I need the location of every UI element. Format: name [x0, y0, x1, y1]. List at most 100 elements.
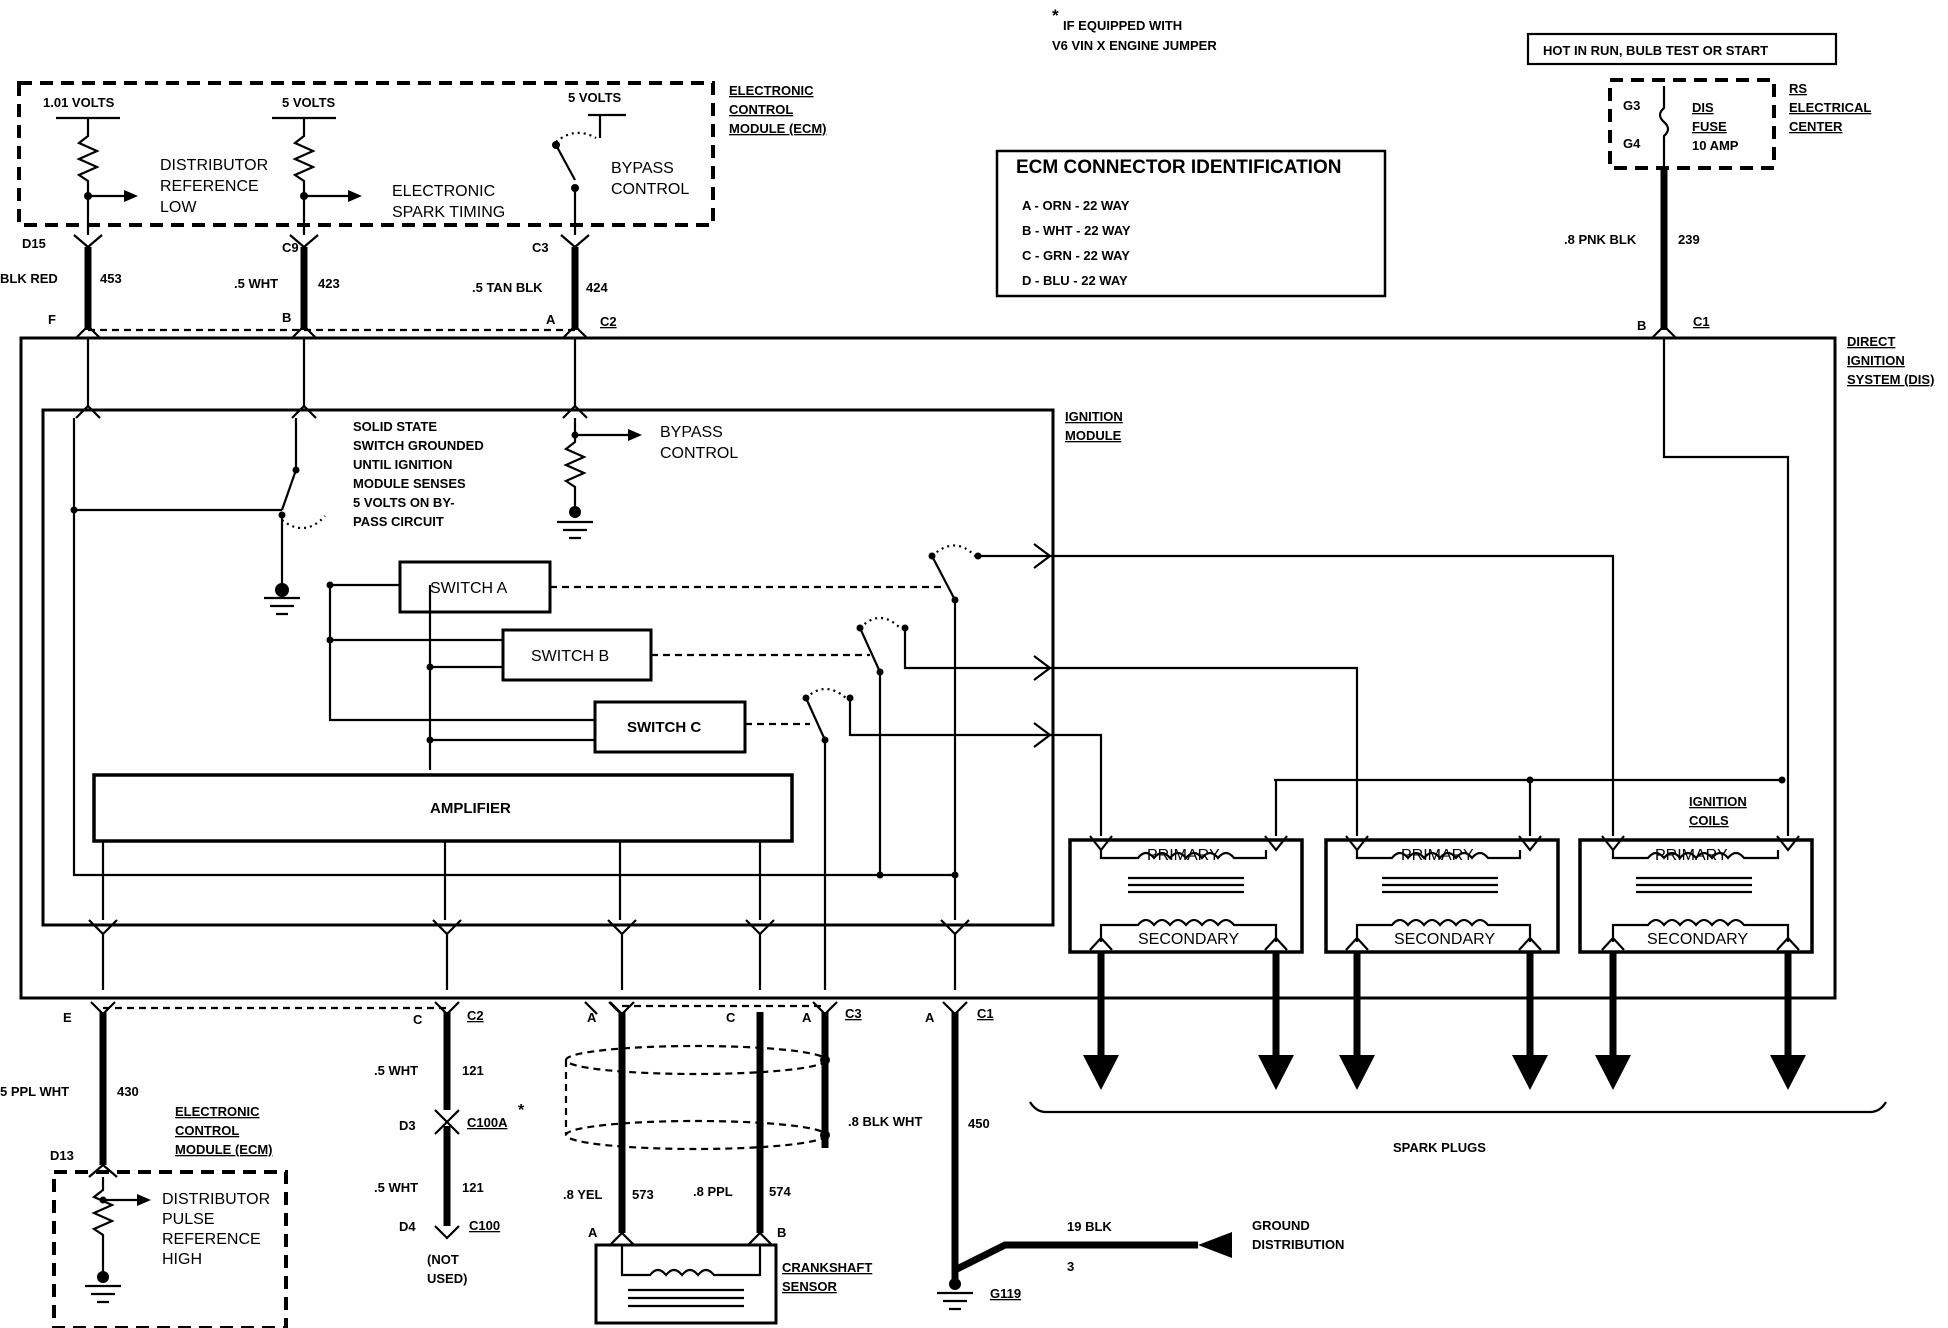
- svg-text:BYPASS: BYPASS: [611, 160, 674, 177]
- svg-text:RS: RS: [1789, 81, 1807, 96]
- svg-text:.5 WHT: .5 WHT: [374, 1063, 418, 1078]
- svg-text:HOT IN RUN, BULB TEST OR START: HOT IN RUN, BULB TEST OR START: [1543, 43, 1768, 58]
- svg-text:SECONDARY: SECONDARY: [1394, 931, 1495, 948]
- svg-text:F: F: [48, 312, 56, 327]
- svg-text:430: 430: [117, 1084, 139, 1099]
- svg-text:D4: D4: [399, 1219, 416, 1234]
- svg-text:5 VOLTS: 5 VOLTS: [282, 95, 336, 110]
- svg-text:.8 YEL: .8 YEL: [563, 1187, 603, 1202]
- svg-text:PULSE: PULSE: [162, 1211, 214, 1228]
- top-wires: BLK RED 453 .5 WHT 423 .5 TAN BLK 424 F …: [0, 234, 617, 339]
- svg-text:.8 PPL: .8 PPL: [693, 1184, 733, 1199]
- svg-text:ELECTRONIC: ELECTRONIC: [729, 83, 814, 98]
- svg-text:A: A: [587, 1010, 597, 1025]
- svg-text:450: 450: [968, 1116, 990, 1131]
- svg-text:HIGH: HIGH: [162, 1251, 202, 1268]
- svg-text:SPARK PLUGS: SPARK PLUGS: [1393, 1140, 1486, 1155]
- svg-text:SPARK TIMING: SPARK TIMING: [392, 204, 505, 221]
- svg-text:CENTER: CENTER: [1789, 119, 1843, 134]
- svg-text:BLK RED: BLK RED: [0, 271, 58, 286]
- resistor-est: [292, 118, 316, 235]
- svg-text:239: 239: [1678, 232, 1700, 247]
- svg-text:C100: C100: [469, 1218, 500, 1233]
- svg-text:CONTROL: CONTROL: [660, 445, 738, 462]
- svg-text:IGNITION: IGNITION: [1065, 409, 1123, 424]
- svg-text:DISTRIBUTION: DISTRIBUTION: [1252, 1237, 1344, 1252]
- svg-text:SWITCH C: SWITCH C: [627, 719, 701, 736]
- svg-text:A - ORN - 22 WAY: A - ORN - 22 WAY: [1022, 198, 1130, 213]
- svg-text:*: *: [1052, 6, 1059, 25]
- svg-text:B: B: [777, 1225, 786, 1240]
- ecm-connector-id-box: ECM CONNECTOR IDENTIFICATION A - ORN - 2…: [995, 149, 1387, 298]
- resistor-dist-ref: [76, 118, 100, 235]
- svg-text:3: 3: [1067, 1259, 1074, 1274]
- svg-text:C100A: C100A: [467, 1115, 508, 1130]
- svg-text:ECM CONNECTOR IDENTIFICATION: ECM CONNECTOR IDENTIFICATION: [1016, 157, 1341, 178]
- svg-text:(NOT: (NOT: [427, 1252, 459, 1267]
- hot-in-run-note: HOT IN RUN, BULB TEST OR START: [1526, 32, 1838, 66]
- svg-text:PRIMARY: PRIMARY: [1147, 847, 1220, 864]
- svg-text:SENSOR: SENSOR: [782, 1279, 838, 1294]
- svg-text:DIRECT: DIRECT: [1847, 334, 1895, 349]
- svg-text:C9: C9: [282, 240, 299, 255]
- svg-text:G3: G3: [1623, 98, 1640, 113]
- svg-text:DISTRIBUTOR: DISTRIBUTOR: [160, 157, 268, 174]
- svg-text:IGNITION: IGNITION: [1689, 794, 1747, 809]
- svg-text:.5 TAN BLK: .5 TAN BLK: [472, 280, 543, 295]
- svg-text:573: 573: [632, 1187, 654, 1202]
- ecm-top: 1.01 VOLTS 5 VOLTS 5 VOLTS DISTRIBUTOR R…: [17, 81, 827, 255]
- svg-text:SOLID STATE: SOLID STATE: [353, 419, 437, 434]
- svg-text:19 BLK: 19 BLK: [1067, 1219, 1112, 1234]
- engine-jumper-note: * IF EQUIPPED WITH V6 VIN X ENGINE JUMPE…: [1052, 6, 1217, 53]
- svg-text:USED): USED): [427, 1271, 467, 1286]
- spark-plugs: SPARK PLUGS: [1029, 952, 1887, 1155]
- amplifier: [92, 773, 794, 843]
- svg-text:PASS CIRCUIT: PASS CIRCUIT: [353, 514, 444, 529]
- svg-text:MODULE SENSES: MODULE SENSES: [353, 476, 466, 491]
- svg-text:IGNITION: IGNITION: [1847, 353, 1905, 368]
- svg-text:C: C: [726, 1010, 736, 1025]
- ignition-coils: IGNITION COILS PRIMARY SECONDARY: [1050, 338, 1814, 954]
- svg-text:CONTROL: CONTROL: [729, 102, 793, 117]
- ignition-module: IGNITION MODULE SOLID STATE SWITCH GROUN…: [41, 338, 1123, 990]
- svg-text:.8 BLK WHT: .8 BLK WHT: [848, 1114, 922, 1129]
- svg-text:PRIMARY: PRIMARY: [1655, 847, 1728, 864]
- svg-text:PRIMARY: PRIMARY: [1401, 847, 1474, 864]
- svg-text:CRANKSHAFT: CRANKSHAFT: [782, 1260, 872, 1275]
- dis-enclosure: DIRECT IGNITION SYSTEM (DIS): [19, 334, 1934, 1000]
- crankshaft-sensor-circuit: A C A C3 .8 BLK WHT .8 YEL 573 .8 PPL 57…: [563, 1001, 922, 1325]
- svg-text:MODULE: MODULE: [1065, 428, 1122, 443]
- svg-text:D3: D3: [399, 1118, 416, 1133]
- svg-text:5 PPL WHT: 5 PPL WHT: [0, 1084, 69, 1099]
- svg-text:5 VOLTS ON BY-: 5 VOLTS ON BY-: [353, 495, 455, 510]
- svg-text:MODULE (ECM): MODULE (ECM): [729, 121, 827, 136]
- svg-text:121: 121: [462, 1180, 484, 1195]
- svg-text:COILS: COILS: [1689, 813, 1729, 828]
- svg-text:D - BLU - 22 WAY: D - BLU - 22 WAY: [1022, 273, 1128, 288]
- svg-text:A: A: [802, 1010, 812, 1025]
- bottom-ecm-circuit: E 5 PPL WHT 430 D13 ELECTRONIC CONTROL M…: [0, 1001, 447, 1328]
- svg-text:CONTROL: CONTROL: [611, 181, 689, 198]
- svg-text:BYPASS: BYPASS: [660, 424, 723, 441]
- svg-text:C2: C2: [600, 314, 617, 329]
- svg-text:DIS: DIS: [1692, 100, 1714, 115]
- svg-text:1.01 VOLTS: 1.01 VOLTS: [43, 95, 115, 110]
- svg-text:B - WHT - 22 WAY: B - WHT - 22 WAY: [1022, 223, 1131, 238]
- svg-text:SWITCH GROUNDED: SWITCH GROUNDED: [353, 438, 484, 453]
- svg-text:D13: D13: [50, 1148, 74, 1163]
- svg-text:C - GRN - 22 WAY: C - GRN - 22 WAY: [1022, 248, 1130, 263]
- svg-text:453: 453: [100, 271, 122, 286]
- coil-1: PRIMARY SECONDARY: [1068, 835, 1304, 954]
- svg-text:121: 121: [462, 1063, 484, 1078]
- svg-text:V6 VIN X ENGINE JUMPER: V6 VIN X ENGINE JUMPER: [1052, 38, 1217, 53]
- svg-text:C1: C1: [977, 1006, 994, 1021]
- svg-text:*: *: [518, 1102, 525, 1119]
- svg-text:C3: C3: [532, 240, 549, 255]
- svg-text:SWITCH B: SWITCH B: [531, 648, 609, 665]
- svg-text:D15: D15: [22, 236, 46, 251]
- svg-text:C1: C1: [1693, 314, 1710, 329]
- svg-text:5 VOLTS: 5 VOLTS: [568, 90, 622, 105]
- svg-text:G119: G119: [990, 1286, 1021, 1301]
- svg-text:MODULE (ECM): MODULE (ECM): [175, 1142, 273, 1157]
- svg-text:C2: C2: [467, 1008, 484, 1023]
